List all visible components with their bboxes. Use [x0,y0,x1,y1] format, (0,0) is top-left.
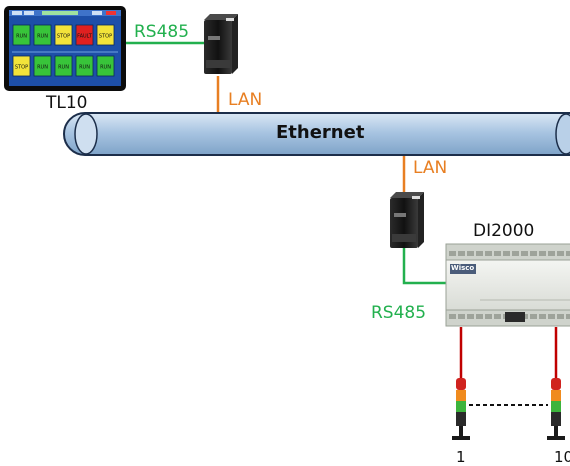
hmi-tile: RUN [33,55,52,77]
hmi-tile-label: RUN [100,65,111,71]
converter-device-top [204,14,238,74]
hmi-tile-label: FAULT [77,34,93,40]
hmi-tile-label: STOP [15,65,28,71]
rs485-link-bottom [402,246,450,285]
hmi-tile-label: STOP [99,34,112,40]
di2000-label: DI2000 [473,221,535,241]
hmi-tile: RUN [33,24,52,46]
rs485-label-bottom: RS485 [371,303,427,323]
lamp-label-1: 1 [456,448,466,466]
ethernet-bus [63,112,570,156]
lan-label-bottom: LAN [413,158,448,178]
hmi-tile-label: RUN [16,34,27,40]
hmi-tile: RUN [54,55,73,77]
hmi-tile: STOP [54,24,73,46]
lamp-label-10: 10 [554,448,570,466]
tl10-label: TL10 [46,93,88,113]
rs485-label-top: RS485 [134,22,190,42]
hmi-status-tiles: RUN RUN STOP FAULT STOP STOP RUN RUN RUN RUN [12,24,115,77]
converter-device-bottom [390,192,424,248]
hmi-tile-label: RUN [37,34,48,40]
hmi-tile-label: RUN [37,65,48,71]
hmi-tile: FAULT [75,24,94,46]
hmi-tile-label: STOP [57,34,70,40]
tower-lamp-10 [547,378,565,440]
module-brand-text: Wisco [451,264,475,272]
hmi-tile-label: RUN [79,65,90,71]
ethernet-label: Ethernet [276,122,365,143]
hmi-tile: RUN [12,24,31,46]
hmi-tile: STOP [96,24,115,46]
hmi-tile-label: RUN [58,65,69,71]
hmi-tile: STOP [12,55,31,77]
di2000-module [445,243,570,327]
tower-lamp-1 [452,378,470,440]
lan-label-top: LAN [228,90,263,110]
tl10-hmi-panel: RUN RUN STOP FAULT STOP STOP RUN RUN RUN RUN [4,6,126,91]
hmi-tile: RUN [96,55,115,77]
hmi-tile: RUN [75,55,94,77]
